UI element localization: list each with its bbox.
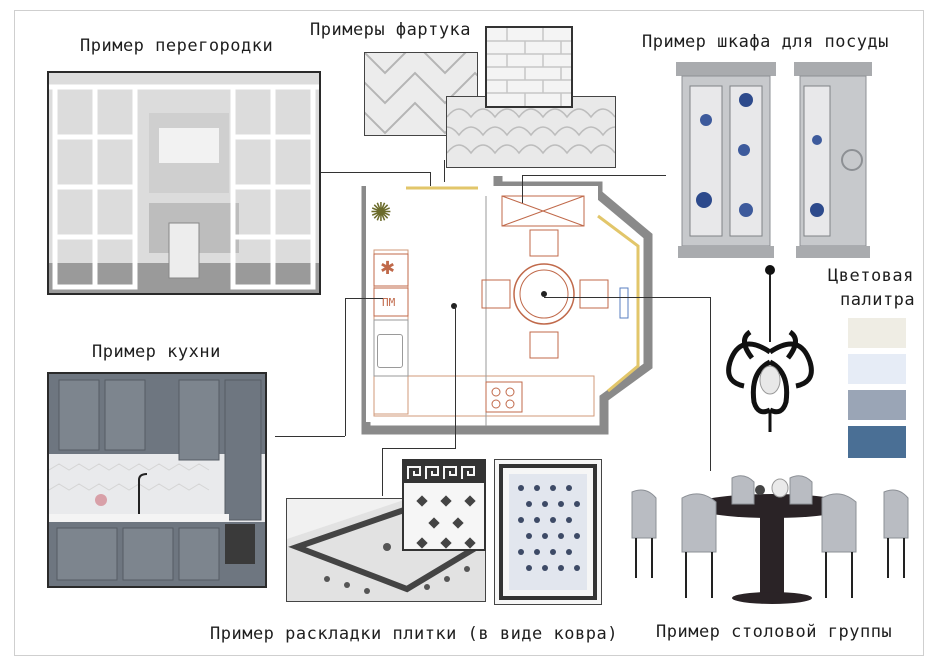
leader-kitchen-h bbox=[345, 298, 383, 299]
dining-label: Пример столовой группы bbox=[656, 622, 893, 642]
kitchen-label: Пример кухни bbox=[92, 342, 221, 362]
leader-kitchen bbox=[275, 436, 345, 437]
moodboard-frame bbox=[14, 10, 924, 656]
plant-icon: ✺ bbox=[370, 198, 392, 228]
cabinet-label: Пример шкафа для посуды bbox=[642, 32, 889, 52]
floor-plan: ✺ ✱ ПМ bbox=[358, 176, 658, 436]
leader-dining bbox=[544, 297, 710, 298]
backsplash-label: Примеры фартука bbox=[310, 20, 472, 40]
tile-layout-label: Пример раскладки плитки (в виде ковра) bbox=[210, 624, 618, 644]
kitchen-photo bbox=[47, 372, 267, 588]
leader-tile bbox=[455, 306, 456, 448]
backsplash-subway bbox=[485, 26, 573, 108]
leader-partition bbox=[321, 172, 431, 173]
leader-kitchen-v bbox=[345, 298, 346, 436]
palette-swatch-4 bbox=[848, 426, 906, 458]
dining-group-image bbox=[622, 468, 922, 608]
leader-partition-v bbox=[430, 172, 431, 186]
leader-cabinet bbox=[522, 175, 666, 176]
cooktop-icon: ✱ bbox=[380, 258, 396, 279]
partition-label: Пример перегородки bbox=[80, 36, 274, 56]
backsplash-herringbone bbox=[364, 52, 478, 136]
backsplash-scale bbox=[446, 96, 616, 168]
leader-backsplash bbox=[444, 160, 445, 182]
cabinet-front-image bbox=[674, 60, 778, 260]
appliance-label: ПМ bbox=[382, 296, 396, 309]
sink-icon bbox=[377, 334, 403, 368]
palette-swatch-3 bbox=[848, 390, 906, 420]
partition-photo bbox=[47, 71, 321, 295]
palette-label-line2: палитра bbox=[840, 290, 916, 310]
tile-carpet-plan bbox=[494, 459, 602, 605]
tile-greek-key bbox=[402, 459, 486, 551]
palette-label-line1: Цветовая bbox=[828, 266, 914, 286]
chandelier-icon bbox=[722, 262, 818, 438]
leader-cabinet-v bbox=[522, 175, 523, 203]
leader-tile-h bbox=[382, 448, 456, 449]
leader-tile-v bbox=[382, 448, 383, 496]
leader-dining-v bbox=[710, 297, 711, 471]
cabinet-side-image bbox=[792, 60, 874, 260]
palette-swatch-1 bbox=[848, 318, 906, 348]
palette-swatch-2 bbox=[848, 354, 906, 384]
